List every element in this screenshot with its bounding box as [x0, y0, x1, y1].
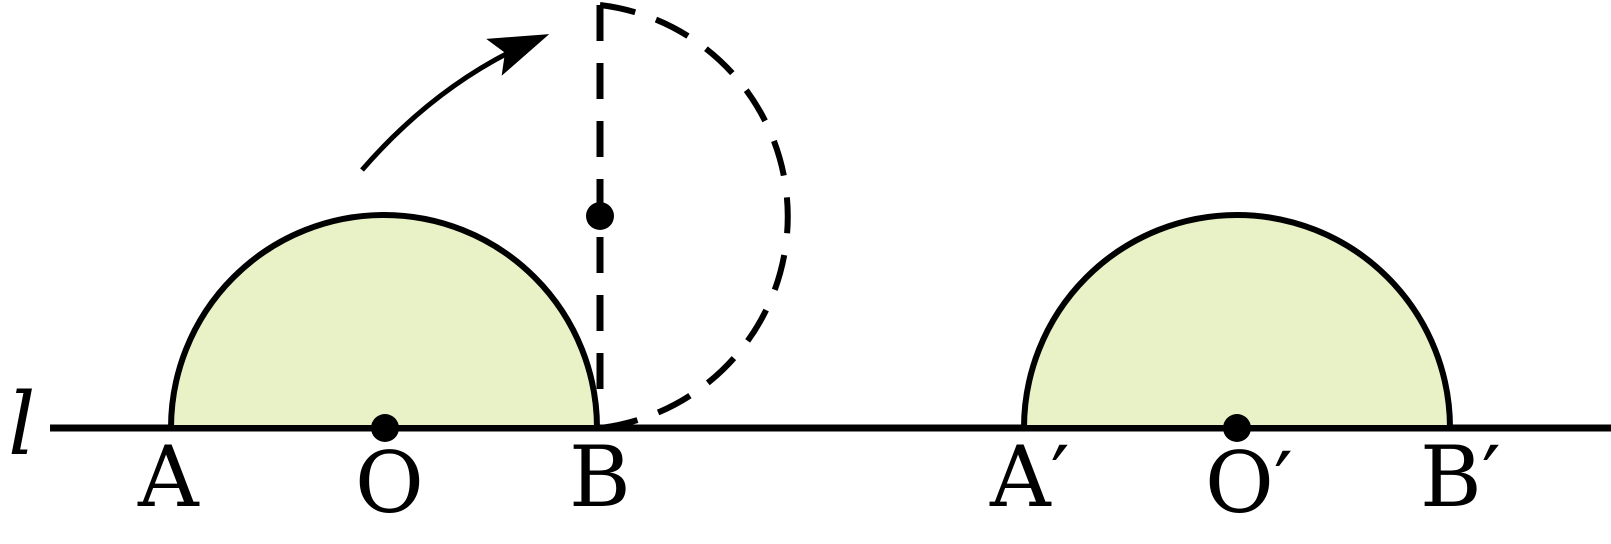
- semicircle-right: [1020, 212, 1454, 431]
- rotation-arrow: [360, 34, 550, 172]
- semicircle-left: [167, 212, 601, 431]
- point-rotated-center: [586, 202, 614, 230]
- label-o-prime: O′: [1205, 434, 1293, 532]
- label-a-prime: A′: [989, 428, 1070, 526]
- line-l-label: l: [8, 375, 36, 475]
- dashed-semicircle: [599, 2, 791, 431]
- label-a: A: [137, 428, 200, 526]
- label-o: O: [355, 434, 424, 532]
- label-b-prime: B′: [1420, 428, 1501, 526]
- point-o: [371, 414, 399, 442]
- point-o-prime: [1223, 414, 1251, 442]
- label-b: B: [569, 428, 631, 526]
